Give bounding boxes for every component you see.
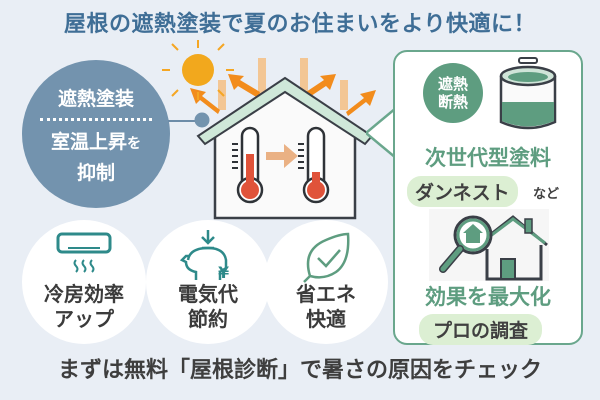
dotted-divider [40,117,152,121]
paint-info-panel: 遮熱 断熱 次世代型塗料 ダンネスト など 効果を最大化 プロの調査 [393,50,583,345]
house-heat-illustration [162,40,376,220]
claim-line3: 抑制 [76,161,115,184]
svg-text:¥: ¥ [218,263,229,282]
benefit-line1: 冷房効率 [44,282,124,306]
claim-line2-main: 室温上昇 [50,130,127,153]
benefit-energy-saving: 省エネ快適 [264,220,388,344]
benefit-label: 電気代節約 [146,282,270,332]
insulation-claim-circle: 遮熱塗装 室温上昇を 抑制 [22,60,170,208]
benefit-cooling-efficiency: 冷房効率アップ [22,220,146,344]
thermal-badge: 遮熱 断熱 [423,63,483,123]
connector-line [168,120,202,122]
headline: 屋根の遮熱塗装で夏のお住まいをより快適に！ [63,12,537,37]
product-name-pill: ダンネスト [407,176,518,207]
house-inspection-icon [429,209,549,281]
professional-survey-pill: プロの調査 [419,314,543,345]
thermometer-low-icon [298,126,330,204]
benefit-line1: 電気代 [178,282,238,306]
claim-line2-particle: を [127,135,141,152]
maximize-effect-title: 効果を最大化 [425,285,551,309]
benefit-electricity-saving: ¥ 電気代節約 [146,220,270,344]
sun-icon [162,40,234,100]
next-gen-paint-title: 次世代型塗料 [425,146,551,170]
product-suffix: など [533,187,560,202]
call-to-action-footer: まずは無料「屋根診断」で暑さの原因をチェック [57,358,542,383]
claim-line1: 遮熱塗装 [57,87,134,110]
arrow-right-icon [266,144,298,168]
benefit-line1: 省エネ [296,282,356,306]
leaf-check-icon [303,232,350,283]
claim-line2: 室温上昇を [51,127,141,154]
badge-line2: 断熱 [437,93,468,111]
thermometer-high-icon [232,126,264,204]
piggy-bank-yen-icon: ¥ [179,230,229,282]
benefit-label: 省エネ快適 [264,282,388,332]
benefit-line2: アップ [54,307,114,331]
air-conditioner-icon [56,232,112,273]
badge-line1: 遮熱 [437,75,468,93]
benefit-line2: 節約 [188,307,228,331]
paint-can-icon [499,57,557,130]
benefit-label: 冷房効率アップ [22,282,146,332]
benefit-line2: 快適 [306,307,346,331]
